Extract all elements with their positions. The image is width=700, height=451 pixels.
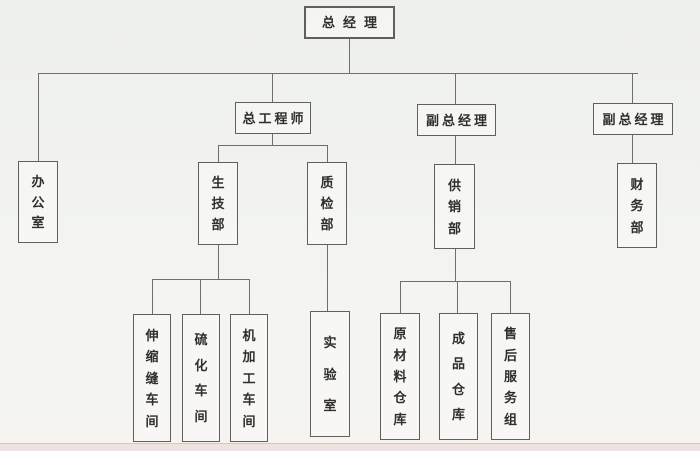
connector-bus-workshop3 <box>249 279 250 314</box>
connector-bus-office <box>38 73 39 161</box>
connector-bus-deputy2 <box>632 73 633 103</box>
connector-bus-quality <box>327 145 328 162</box>
connector-workshops-bus <box>152 279 250 280</box>
scan-edge-strip <box>0 443 700 451</box>
node-machining-workshop: 机加工车间 <box>230 314 268 442</box>
connector-prodtech-subbus <box>218 245 219 280</box>
connector-bus-prodtech <box>218 145 219 162</box>
connector-bus-workshop1 <box>152 279 153 314</box>
node-general-manager: 总经理 <box>304 6 395 39</box>
connector-deputy2-finance <box>632 135 633 163</box>
node-chief-engineer: 总工程师 <box>235 102 311 134</box>
connector-bus-rawmaterial <box>400 281 401 313</box>
connector-deputy1-supply <box>455 136 456 164</box>
connector-bus-aftersales <box>510 281 511 313</box>
node-deputy-general-manager-2: 副总经理 <box>593 103 673 135</box>
node-production-technology-dept: 生技部 <box>198 162 238 245</box>
connector-bus-workshop2 <box>200 279 201 314</box>
node-laboratory: 实验室 <box>310 311 350 437</box>
connector-main-bus <box>38 73 638 74</box>
connector-quality-lab <box>327 245 328 311</box>
connector-chief-subbus <box>272 134 273 146</box>
connector-chief-bus <box>218 145 328 146</box>
node-supply-sales-dept: 供销部 <box>434 164 475 249</box>
node-raw-material-warehouse: 原材料仓库 <box>380 313 420 440</box>
node-vulcanization-workshop: 硫化车间 <box>182 314 220 442</box>
connector-supply-subbus <box>455 249 456 282</box>
node-office: 办公室 <box>18 161 58 243</box>
connector-bus-finished <box>457 281 458 313</box>
node-deputy-general-manager-1: 副总经理 <box>417 104 496 136</box>
node-after-sales-service-group: 售后服务组 <box>491 313 530 440</box>
connector-gm-bus <box>349 39 350 73</box>
node-finished-goods-warehouse: 成品仓库 <box>439 313 478 440</box>
node-expansion-joint-workshop: 伸缩缝车间 <box>133 314 171 442</box>
connector-warehouse-bus <box>400 281 511 282</box>
node-quality-inspection-dept: 质检部 <box>307 162 347 245</box>
node-finance-dept: 财务部 <box>617 163 657 248</box>
connector-bus-chief <box>272 73 273 103</box>
connector-bus-deputy1 <box>455 73 456 104</box>
